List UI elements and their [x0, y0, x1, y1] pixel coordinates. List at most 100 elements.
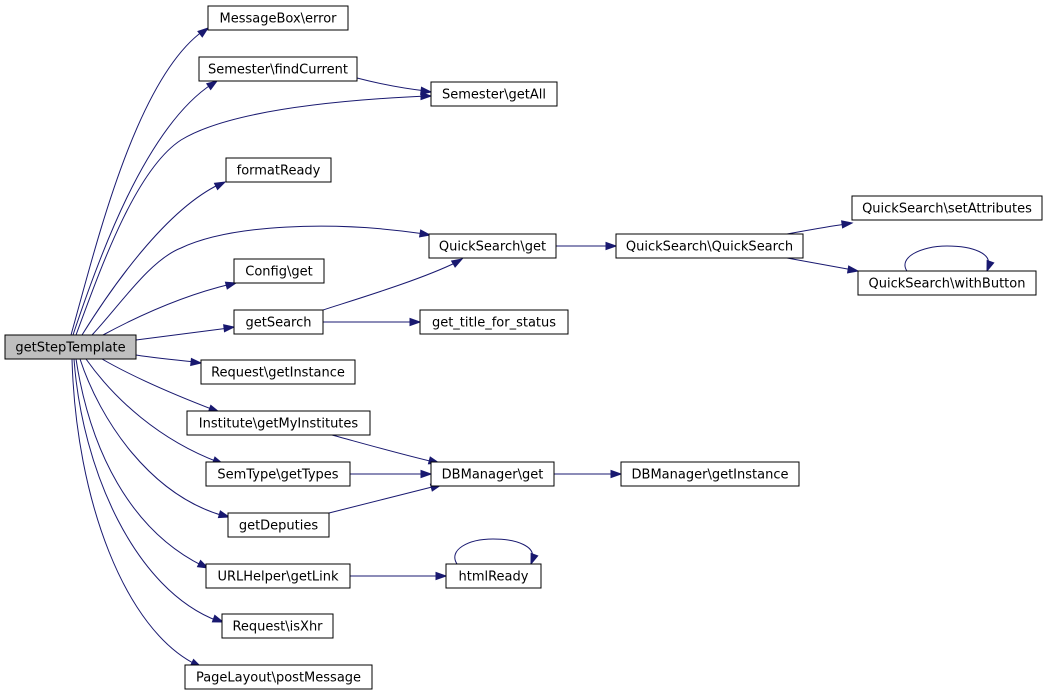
node-box[interactable]	[225, 157, 332, 183]
edge-qs_get-to-qs_ctor	[555, 241, 618, 251]
edge-line	[102, 283, 232, 336]
arrowhead-icon	[846, 265, 860, 274]
node-label: formatReady	[237, 164, 321, 179]
node-box[interactable]	[205, 563, 351, 589]
edge-line	[904, 245, 989, 272]
node-qs_setAttributes[interactable]: QuickSearch\setAttributes	[851, 195, 1043, 221]
node-box[interactable]	[186, 410, 371, 436]
edge-htmlReady-to-htmlReady	[454, 538, 539, 566]
edge-getStepTemplate-to-pagelayout_postMessage	[71, 358, 203, 668]
node-label: Request\getInstance	[211, 366, 345, 381]
node-box[interactable]	[445, 563, 542, 589]
node-label: Semester\getAll	[442, 88, 546, 103]
node-dbm_getInstance[interactable]: DBManager\getInstance	[620, 461, 800, 487]
node-box[interactable]	[428, 233, 557, 259]
node-label: Request\isXhr	[232, 620, 323, 635]
arrowhead-icon	[420, 86, 433, 95]
edge-line	[70, 30, 204, 336]
node-qs_get[interactable]: QuickSearch\get	[428, 233, 557, 259]
edge-inst_getMyInstitutes-to-dbm_get	[331, 434, 441, 465]
node-label: QuickSearch\setAttributes	[862, 202, 1032, 217]
arrowhead-icon	[450, 258, 464, 268]
edge-qs_ctor-to-qs_withButton	[786, 257, 860, 274]
node-box[interactable]	[851, 195, 1043, 221]
arrowhead-icon	[196, 559, 210, 569]
node-box[interactable]	[620, 461, 800, 487]
node-label: Institute\getMyInstitutes	[199, 417, 359, 432]
node-box[interactable]	[857, 270, 1037, 296]
node-box[interactable]	[205, 461, 351, 487]
edge-line	[79, 358, 225, 517]
edge-getStepTemplate-to-inst_getMyInstitutes	[101, 358, 221, 413]
edge-line	[328, 485, 437, 514]
node-qs_withButton[interactable]: QuickSearch\withButton	[857, 270, 1037, 296]
node-label: SemType\getTypes	[217, 468, 338, 483]
node-htmlReady[interactable]: htmlReady	[445, 563, 542, 589]
arrowhead-icon	[205, 80, 219, 91]
edge-qs_ctor-to-qs_setAttributes	[786, 220, 854, 235]
edge-urlhelper_getLink-to-htmlReady	[350, 571, 448, 581]
node-box[interactable]	[207, 5, 349, 31]
node-box[interactable]	[4, 334, 137, 360]
node-label: get_title_for_status	[432, 316, 556, 331]
edge-getStepTemplate-to-msgbox_error	[70, 27, 210, 336]
node-box[interactable]	[221, 613, 334, 639]
nodes-layer: getStepTemplate MessageBox\errorSemester\…	[4, 5, 1043, 690]
node-box[interactable]	[184, 664, 373, 690]
node-getDeputies[interactable]: getDeputies	[227, 512, 330, 538]
node-msgbox_error[interactable]: MessageBox\error	[207, 5, 349, 31]
node-pagelayout_postMessage[interactable]: PageLayout\postMessage	[184, 664, 373, 690]
node-sem_getAll[interactable]: Semester\getAll	[430, 81, 558, 107]
node-qs_ctor[interactable]: QuickSearch\QuickSearch	[615, 233, 804, 259]
edge-line	[81, 183, 221, 336]
arrowhead-icon	[213, 181, 227, 191]
node-config_get[interactable]: Config\get	[233, 258, 325, 284]
edge-getStepTemplate-to-qs_get	[91, 225, 432, 336]
edge-getSearch-to-get_title_for_status	[323, 317, 422, 327]
node-box[interactable]	[233, 309, 324, 335]
node-inst_getMyInstitutes[interactable]: Institute\getMyInstitutes	[186, 410, 371, 436]
edge-line	[135, 354, 197, 363]
edge-line	[786, 223, 848, 235]
node-label: getSearch	[245, 316, 311, 331]
node-box[interactable]	[233, 258, 325, 284]
edge-line	[71, 358, 198, 666]
edge-line	[72, 83, 213, 336]
node-formatReady[interactable]: formatReady	[225, 157, 332, 183]
node-req_isXhr[interactable]: Request\isXhr	[221, 613, 334, 639]
node-req_getInstance[interactable]: Request\getInstance	[200, 359, 356, 385]
node-box[interactable]	[430, 81, 558, 107]
node-urlhelper_getLink[interactable]: URLHelper\getLink	[205, 563, 351, 589]
node-getSearch[interactable]: getSearch	[233, 309, 324, 335]
edge-getStepTemplate-to-sem_findCurrent	[72, 80, 219, 336]
node-box[interactable]	[430, 461, 555, 487]
node-box[interactable]	[200, 359, 356, 385]
arrowhead-icon	[605, 241, 618, 251]
node-semtype_getTypes[interactable]: SemType\getTypes	[205, 461, 351, 487]
node-box[interactable]	[227, 512, 330, 538]
edge-getStepTemplate-to-getDeputies	[79, 358, 231, 519]
arrowhead-icon	[610, 469, 623, 479]
arrowhead-icon	[420, 91, 433, 101]
node-box[interactable]	[419, 309, 569, 335]
edge-line	[75, 358, 204, 567]
arrowhead-icon	[217, 510, 231, 519]
node-dbm_get[interactable]: DBManager\get	[430, 461, 555, 487]
node-label: DBManager\get	[442, 468, 544, 483]
node-getStepTemplate[interactable]: getStepTemplate	[4, 334, 137, 360]
arrowhead-icon	[418, 229, 432, 238]
node-sem_findCurrent[interactable]: Semester\findCurrent	[198, 56, 358, 82]
edge-line	[101, 358, 215, 411]
edge-getDeputies-to-dbm_get	[328, 483, 443, 514]
edge-getStepTemplate-to-getSearch	[135, 324, 236, 341]
edge-getStepTemplate-to-req_isXhr	[73, 358, 225, 623]
edge-line	[91, 225, 426, 336]
edge-line	[73, 358, 219, 622]
node-box[interactable]	[615, 233, 804, 259]
node-box[interactable]	[198, 56, 358, 82]
arrowhead-icon	[190, 357, 203, 367]
node-get_title_for_status[interactable]: get_title_for_status	[419, 309, 569, 335]
node-label: getDeputies	[239, 519, 319, 534]
arrowhead-icon	[211, 614, 225, 623]
